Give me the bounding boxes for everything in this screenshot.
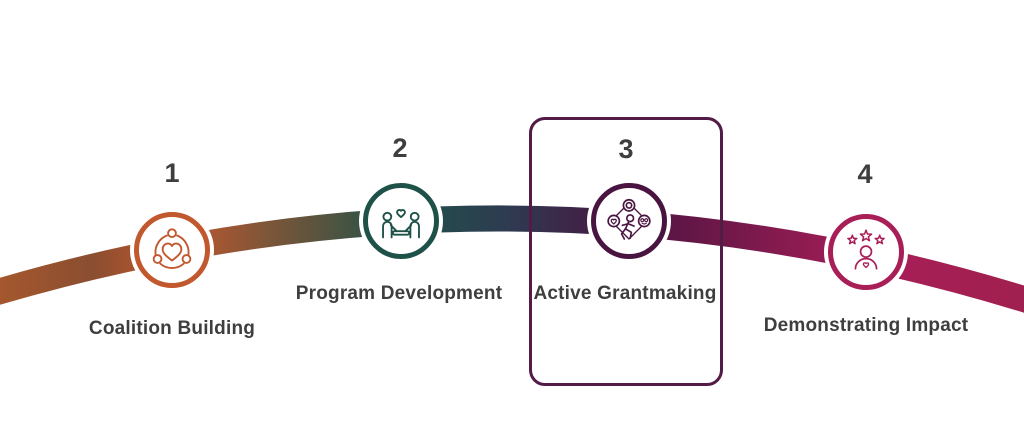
step-4-circle [828, 214, 904, 290]
step-3-number: 3 [618, 134, 634, 164]
step-2-label: Program Development [295, 283, 503, 304]
step-1-label: Coalition Building [88, 318, 256, 339]
step-4-number: 4 [857, 159, 873, 189]
step-1-circle [134, 212, 210, 288]
step-2-circle [363, 183, 439, 259]
step-3-circle [591, 183, 667, 259]
step-3-label: Active Grantmaking [533, 283, 717, 304]
step-2-number: 2 [392, 133, 408, 163]
coalition-people-heart-icon [152, 228, 192, 269]
person-stars-heart-icon [847, 229, 885, 270]
meeting-table-heart-icon [382, 208, 420, 239]
step-4-label: Demonstrating Impact [763, 315, 969, 336]
runner-grant-cycle-icon [607, 198, 651, 240]
step-1-number: 1 [164, 158, 180, 188]
step-3-highlight-box [529, 117, 723, 386]
